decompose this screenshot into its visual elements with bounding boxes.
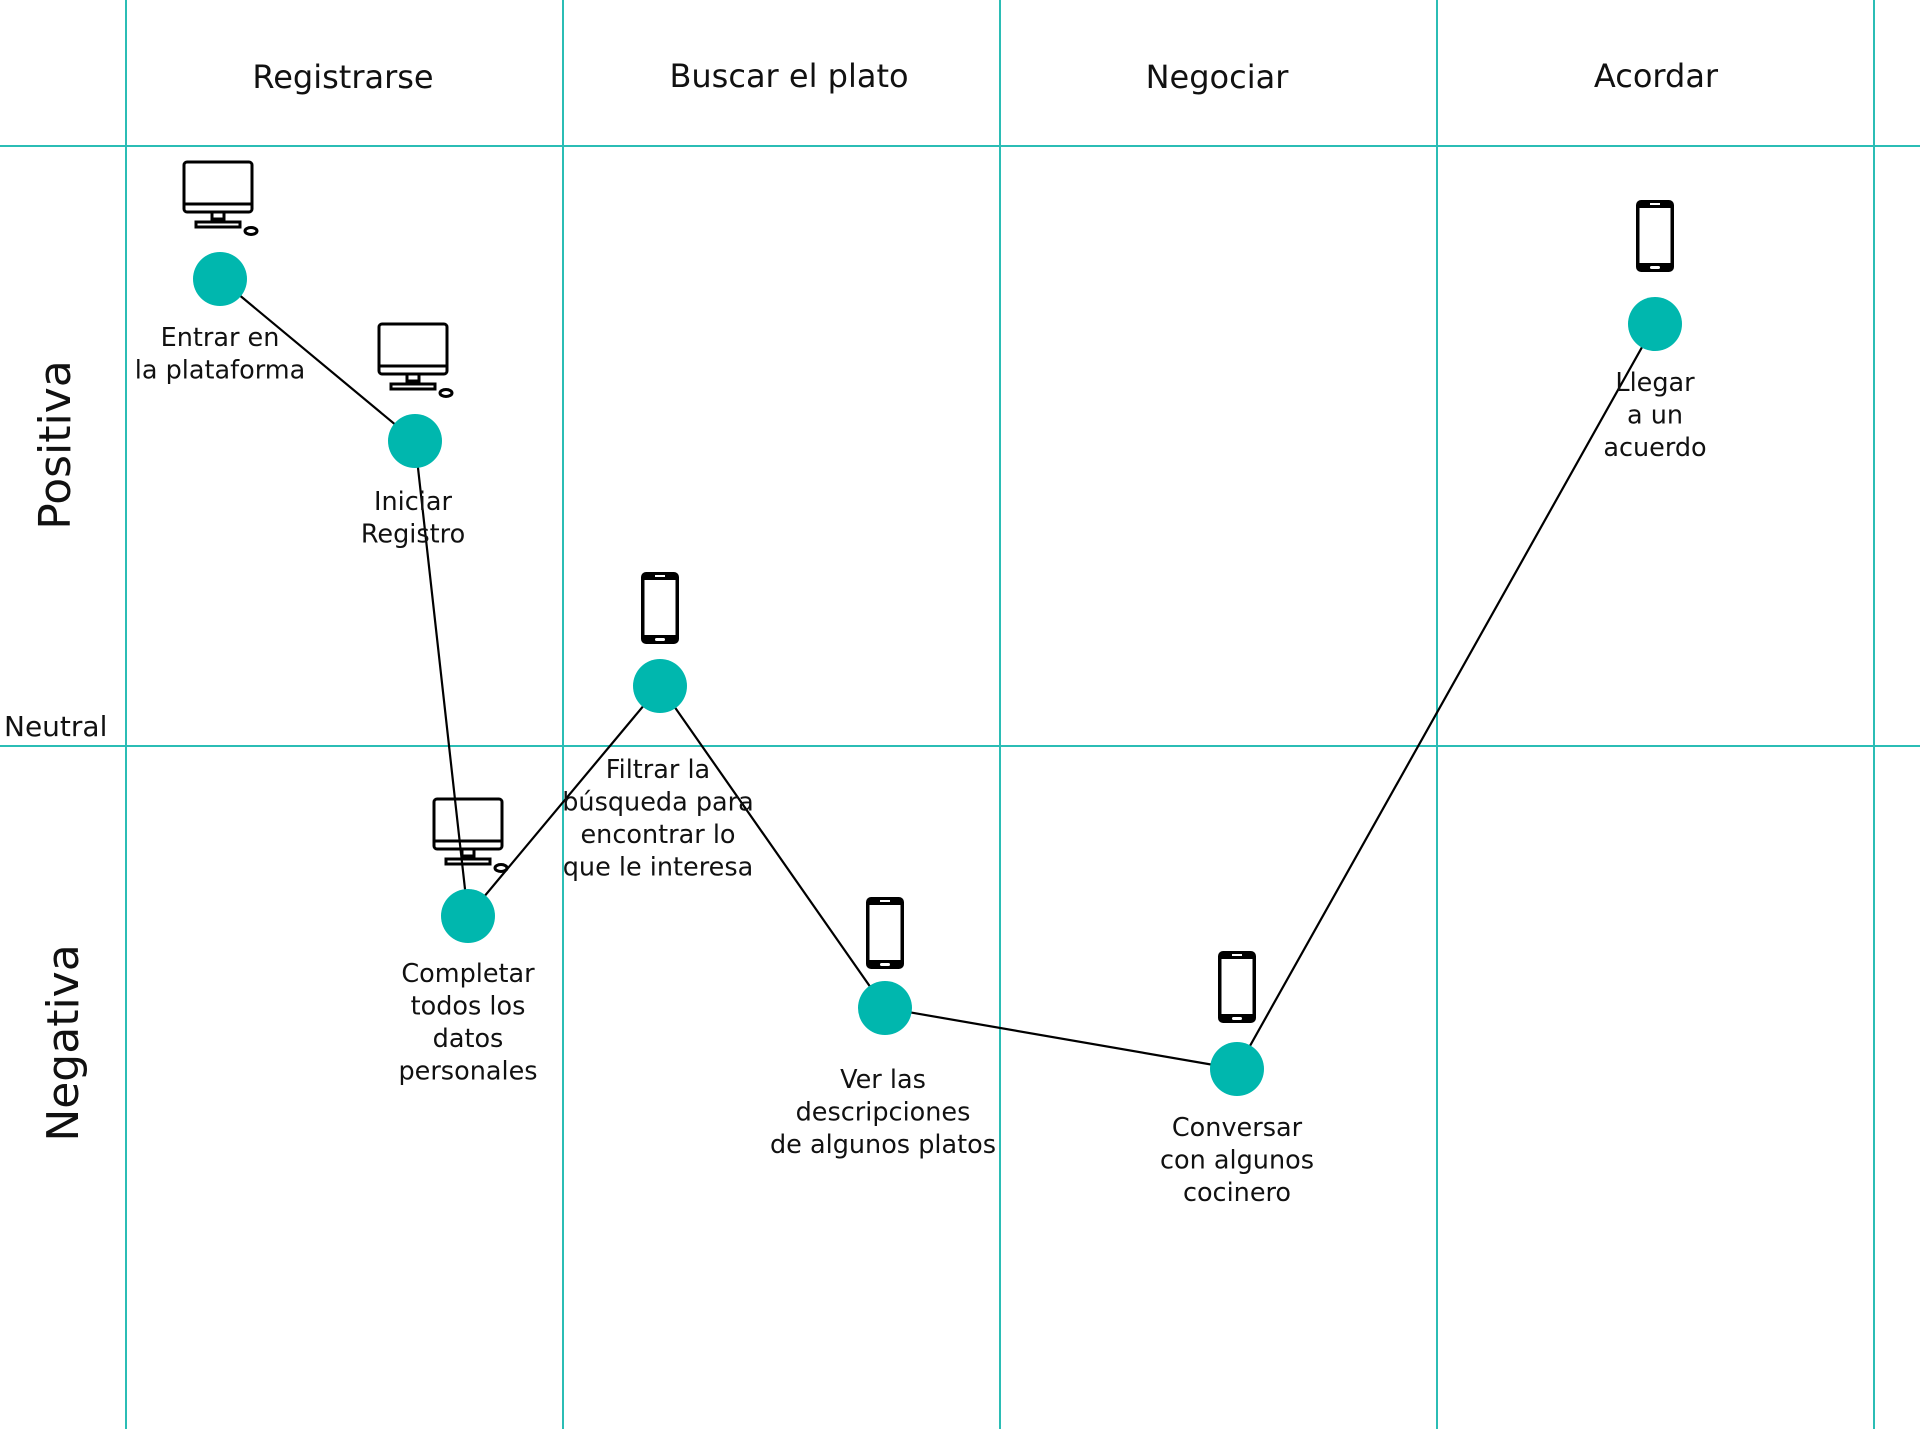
step-label-line: búsqueda para (562, 788, 754, 818)
step-label-line: la plataforma (135, 356, 305, 386)
stage-label-negociar: Negociar (1146, 58, 1290, 96)
desktop-icon (182, 160, 259, 236)
step-label-line: Conversar (1172, 1113, 1303, 1143)
step-label-line: todos los (411, 992, 526, 1022)
step-label-line: descripciones (796, 1098, 971, 1128)
emotion-axis-labels: Positiva Neutral Negativa (4, 360, 107, 1141)
step-label-line: datos (433, 1024, 504, 1054)
step-label-line: cocinero (1183, 1178, 1291, 1208)
step-label-line: que le interesa (563, 853, 753, 883)
stage-label-buscar-el-plato: Buscar el plato (669, 57, 908, 95)
journey-path (219, 278, 1656, 1071)
row-label-neutral: Neutral (4, 710, 107, 743)
step-label-line: personales (398, 1057, 537, 1087)
journey-node (1628, 297, 1682, 351)
step-label-line: a un (1627, 401, 1683, 431)
journey-line (219, 278, 1656, 1071)
journey-node (193, 252, 247, 306)
smartphone-icon (866, 897, 904, 969)
journey-node (633, 659, 687, 713)
desktop-icon (377, 322, 454, 398)
step-label-line: Iniciar (374, 487, 452, 517)
stage-label-registrarse: Registrarse (252, 58, 433, 96)
stage-label-acordar: Acordar (1594, 57, 1719, 95)
step-label-line: Ver las (840, 1065, 926, 1095)
journey-node (858, 981, 912, 1035)
step-label-line: Completar (401, 959, 535, 989)
step-label-line: de algunos platos (770, 1130, 996, 1160)
row-label-negativa: Negativa (38, 944, 89, 1141)
step-label-line: encontrar lo (580, 820, 735, 850)
desktop-icon (432, 797, 509, 873)
journey-node (441, 889, 495, 943)
device-icons (182, 160, 1674, 1023)
row-label-positiva: Positiva (30, 360, 81, 530)
step-label-line: con algunos (1160, 1146, 1314, 1176)
journey-node (1210, 1042, 1264, 1096)
journey-nodes (193, 252, 1682, 1096)
step-label-line: Llegar (1615, 368, 1695, 398)
step-label-line: Entrar en (161, 323, 280, 353)
stage-headers: Registrarse Buscar el plato Negociar Aco… (252, 57, 1719, 96)
smartphone-icon (1218, 951, 1256, 1023)
step-label-line: Registro (361, 520, 465, 550)
smartphone-icon (1636, 200, 1674, 272)
step-label-line: Filtrar la (606, 755, 710, 785)
journey-node (388, 414, 442, 468)
smartphone-icon (641, 572, 679, 644)
step-label-line: acuerdo (1603, 433, 1706, 463)
